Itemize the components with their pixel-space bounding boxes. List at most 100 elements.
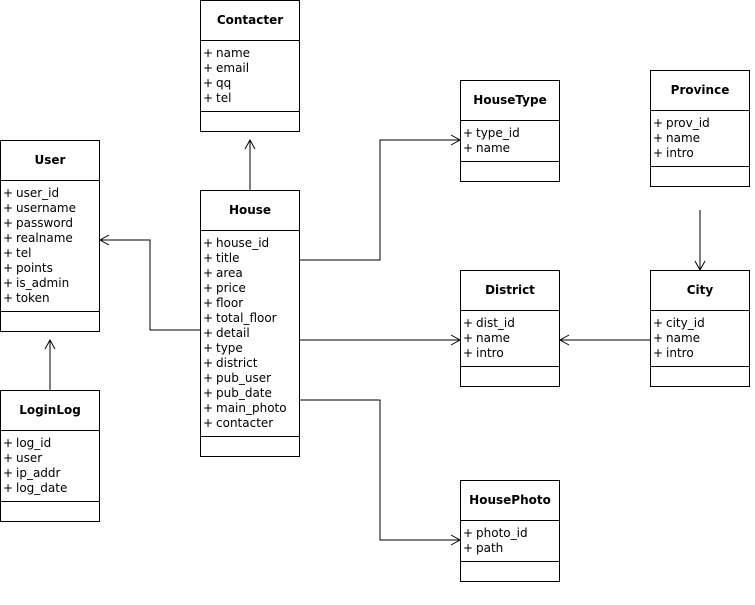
attribute-name: intro	[666, 146, 694, 160]
operation-compartment	[201, 437, 299, 456]
visibility-marker: +	[203, 326, 214, 340]
visibility-marker: +	[3, 186, 14, 200]
visibility-marker: +	[3, 231, 14, 245]
attribute-compartment: +dist_id+name+intro	[461, 311, 559, 367]
attribute-name: city_id	[666, 316, 705, 330]
visibility-marker: +	[203, 341, 214, 355]
visibility-marker: +	[203, 356, 214, 370]
attribute-row: +name	[203, 46, 299, 61]
attribute-row: +password	[3, 216, 99, 231]
visibility-marker: +	[3, 261, 14, 275]
visibility-marker: +	[203, 251, 214, 265]
visibility-marker: +	[463, 541, 474, 555]
operation-compartment	[461, 367, 559, 386]
attribute-name: photo_id	[476, 526, 528, 540]
attribute-name: log_id	[16, 436, 52, 450]
attribute-name: qq	[216, 76, 232, 90]
visibility-marker: +	[3, 291, 14, 305]
visibility-marker: +	[463, 331, 474, 345]
attribute-compartment: +name+email+qq+tel	[201, 41, 299, 112]
operation-compartment	[461, 562, 559, 581]
attribute-name: email	[216, 61, 250, 75]
visibility-marker: +	[3, 201, 14, 215]
attribute-name: house_id	[216, 236, 270, 250]
attribute-name: intro	[666, 346, 694, 360]
operation-compartment	[651, 367, 749, 386]
visibility-marker: +	[203, 296, 214, 310]
attribute-row: +intro	[463, 346, 559, 361]
attribute-name: total_floor	[216, 311, 277, 325]
attribute-row: +photo_id	[463, 526, 559, 541]
attribute-name: name	[476, 331, 511, 345]
attribute-row: +tel	[3, 246, 99, 261]
class-title: LoginLog	[1, 391, 99, 431]
attribute-name: name	[666, 131, 701, 145]
class-title: User	[1, 141, 99, 181]
visibility-marker: +	[203, 281, 214, 295]
class-district: District+dist_id+name+intro	[460, 270, 560, 387]
visibility-marker: +	[463, 316, 474, 330]
attribute-name: name	[476, 141, 511, 155]
class-house: House+house_id+title+area+price+floor+to…	[200, 190, 300, 457]
class-contacter: Contacter+name+email+qq+tel	[200, 0, 300, 132]
operation-compartment	[461, 162, 559, 181]
class-user: User+user_id+username+password+realname+…	[0, 140, 100, 332]
attribute-name: area	[216, 266, 243, 280]
attribute-row: +city_id	[653, 316, 749, 331]
visibility-marker: +	[203, 416, 214, 430]
attribute-row: +username	[3, 201, 99, 216]
class-housephoto: HousePhoto+photo_id+path	[460, 480, 560, 582]
visibility-marker: +	[203, 76, 214, 90]
visibility-marker: +	[463, 141, 474, 155]
attribute-compartment: +log_id+user+ip_addr+log_date	[1, 431, 99, 502]
attribute-row: +intro	[653, 146, 749, 161]
visibility-marker: +	[463, 126, 474, 140]
visibility-marker: +	[3, 216, 14, 230]
attribute-name: realname	[16, 231, 73, 245]
attribute-name: ip_addr	[16, 466, 61, 480]
attribute-row: +house_id	[203, 236, 299, 251]
association-house-to-user	[98, 234, 200, 331]
attribute-row: +realname	[3, 231, 99, 246]
visibility-marker: +	[653, 316, 664, 330]
attribute-compartment: +prov_id+name+intro	[651, 111, 749, 167]
attribute-compartment: +house_id+title+area+price+floor+total_f…	[201, 231, 299, 437]
attribute-name: user	[16, 451, 43, 465]
attribute-row: +is_admin	[3, 276, 99, 291]
operation-compartment	[201, 112, 299, 131]
attribute-row: +main_photo	[203, 401, 299, 416]
class-title: HouseType	[461, 81, 559, 121]
visibility-marker: +	[653, 146, 664, 160]
association-house-to-housetype	[300, 134, 462, 261]
attribute-row: +name	[653, 331, 749, 346]
attribute-name: district	[216, 356, 258, 370]
attribute-row: +log_id	[3, 436, 99, 451]
attribute-name: tel	[16, 246, 32, 260]
attribute-row: +points	[3, 261, 99, 276]
class-title: District	[461, 271, 559, 311]
class-title: HousePhoto	[461, 481, 559, 521]
attribute-row: +user_id	[3, 186, 99, 201]
attribute-name: contacter	[216, 416, 274, 430]
visibility-marker: +	[203, 91, 214, 105]
association-house-to-housephoto	[300, 399, 462, 546]
attribute-name: floor	[216, 296, 244, 310]
visibility-marker: +	[203, 311, 214, 325]
attribute-row: +user	[3, 451, 99, 466]
visibility-marker: +	[463, 526, 474, 540]
attribute-name: pub_user	[216, 371, 272, 385]
attribute-compartment: +photo_id+path	[461, 521, 559, 562]
attribute-row: +qq	[203, 76, 299, 91]
visibility-marker: +	[653, 116, 664, 130]
class-city: City+city_id+name+intro	[650, 270, 750, 387]
attribute-row: +pub_user	[203, 371, 299, 386]
class-title: Province	[651, 71, 749, 111]
visibility-marker: +	[653, 131, 664, 145]
attribute-compartment: +type_id+name	[461, 121, 559, 162]
class-housetype: HouseType+type_id+name	[460, 80, 560, 182]
attribute-compartment: +user_id+username+password+realname+tel+…	[1, 181, 99, 312]
attribute-row: +detail	[203, 326, 299, 341]
attribute-row: +ip_addr	[3, 466, 99, 481]
attribute-name: intro	[476, 346, 504, 360]
